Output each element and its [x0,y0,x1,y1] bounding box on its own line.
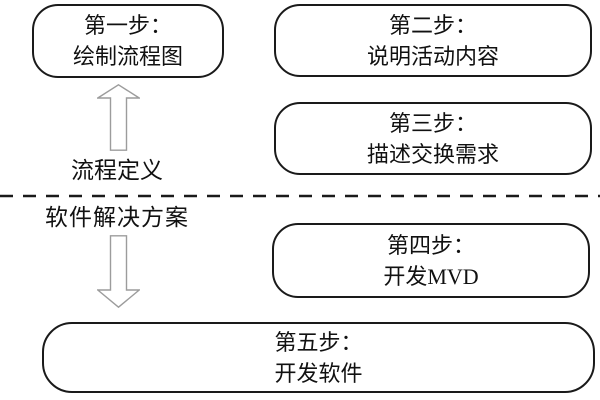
step-3-title: 第三步： [388,110,477,136]
step-1-box: 第一步： 绘制流程图 [32,4,224,78]
step-4-title: 第四步： [386,232,475,258]
upper-zone-label: 流程定义 [71,158,163,183]
step-2-desc: 说明活动内容 [366,43,499,69]
step-1-title: 第一步： [83,13,172,38]
step-5-desc: 开发软件 [274,360,363,386]
step-3-box: 第三步： 描述交换需求 [274,102,592,175]
step-2-box: 第二步： 说明活动内容 [274,4,592,77]
dashed-divider-line [0,194,600,198]
step-2-title: 第二步： [388,12,477,38]
step-4-box: 第四步： 开发MVD [272,223,590,298]
down-arrow-icon [97,235,140,308]
step-5-title: 第五步： [274,329,363,355]
step-1-desc: 绘制流程图 [72,44,183,69]
up-arrow-icon [97,84,140,151]
step-5-box: 第五步： 开发软件 [42,322,595,393]
step-3-desc: 描述交换需求 [366,141,499,167]
lower-zone-label: 软件解决方案 [45,205,189,230]
step-4-desc: 开发MVD [383,263,479,289]
